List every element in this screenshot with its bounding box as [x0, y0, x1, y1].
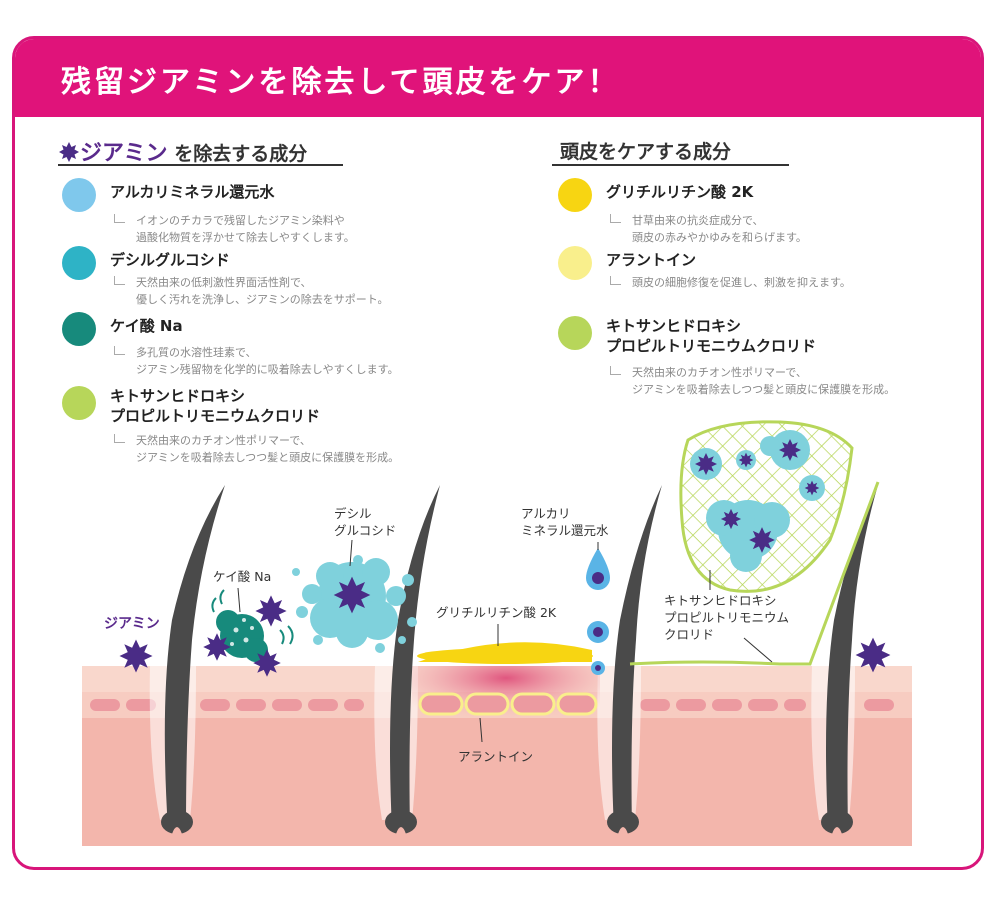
skin-cells: [90, 699, 894, 711]
label-decyl-glucoside: デシルグルコシド: [334, 506, 397, 538]
ingredient-desc: 頭皮の細胞修復を促進し、刺激を抑えます。: [610, 276, 851, 289]
left-section-underline: [58, 164, 343, 166]
ingredient-dot: [62, 246, 96, 280]
left-section-title-rest: を除去する成分: [174, 143, 308, 165]
ingredient-name: キトサンヒドロキシプロピルトリモニウムクロリド: [606, 317, 817, 355]
ingredient-name: ケイ酸 Na: [110, 317, 183, 335]
ingredient-desc: 天然由来のカチオン性ポリマーで、ジアミンを吸着除去しつつ髪と頭皮に保護膜を形成。: [609, 366, 896, 396]
diamine-particle: [333, 576, 371, 614]
ingredient-name: アルカリミネラル還元水: [110, 183, 275, 201]
ingredient-name: デシルグルコシド: [110, 251, 230, 269]
skin-deep: [82, 718, 912, 846]
ingredient-name: グリチルリチン酸 2K: [606, 183, 754, 201]
ingredient-dot: [558, 178, 592, 212]
ingredient-name: キトサンヒドロキシプロピルトリモニウムクロリド: [110, 387, 321, 425]
hair-strand: [164, 485, 225, 830]
ingredient-dot: [558, 316, 592, 350]
decyl-glucoside-bubbles: [292, 555, 417, 653]
diamine-particle: [253, 649, 281, 677]
diamine-particle: [720, 508, 742, 530]
chitosan-film: [629, 420, 880, 666]
label-chitosan: キトサンヒドロキシプロピルトリモニウムクロリド: [664, 593, 790, 642]
diamine-particle: [779, 439, 801, 461]
diamine-particle: [695, 453, 717, 475]
label-diamine: ジアミン: [104, 616, 160, 632]
ingredient-dot: [62, 386, 96, 420]
ingredient-desc: イオンのチカラで残留したジアミン染料や過酸化物質を浮かせて除去しやすくします。: [114, 214, 355, 244]
ingredient-dot: [62, 312, 96, 346]
ingredient-desc: 多孔質の水溶性珪素で、ジアミン残留物を化学的に吸着除去しやすくします。: [114, 346, 399, 376]
label-sodium-silicate: ケイ酸 Na: [213, 569, 272, 584]
label-allantoin: アラントイン: [458, 749, 534, 764]
diamine-particle: [203, 633, 231, 661]
allantoin-cells: [418, 692, 598, 716]
diamine-particle: [738, 452, 754, 468]
hair-strand: [826, 485, 878, 830]
ingredient-desc: 天然由来の低刺激性界面活性剤で、優しく汚れを洗浄し、ジアミンの除去をサポート。: [114, 276, 389, 306]
diamine-particle: [119, 639, 153, 673]
hair-strands: [161, 485, 878, 834]
ingredient-desc: 天然由来のカチオン性ポリマーで、ジアミンを吸着除去しつつ髪と頭皮に保護膜を形成。: [113, 434, 400, 464]
ingredient-dot: [62, 178, 96, 212]
diamine-particle: [855, 637, 891, 673]
ingredient-desc: 甘草由来の抗炎症成分で、頭皮の赤みやかゆみを和らげます。: [610, 214, 807, 244]
diamine-particle: [255, 595, 287, 627]
header-banner: 残留ジアミンを除去して頭皮をケア！: [15, 39, 981, 117]
label-alkali-water: アルカリミネラル還元水: [521, 506, 609, 538]
label-glycyrrhizinate: グリチルリチン酸 2K: [436, 605, 557, 620]
page-title: 残留ジアミンを除去して頭皮をケア！: [61, 65, 621, 100]
ingredient-dot: [558, 246, 592, 280]
hair-strand: [612, 485, 662, 830]
ingredient-name: アラントイン: [606, 251, 697, 269]
left-section-title: ジアミン を除去する成分: [58, 135, 307, 168]
bulb-papillae: [172, 827, 842, 834]
diamine-particle: [804, 480, 820, 496]
left-section-title-highlight: ジアミン: [80, 141, 168, 166]
right-section-underline: [552, 164, 789, 166]
leader-lines: [237, 539, 773, 743]
diamine-particle: [749, 527, 775, 553]
hair-strand: [390, 485, 440, 830]
diamine-icon: [58, 141, 80, 168]
sodium-silicate-cluster: [203, 589, 294, 677]
alkali-water-droplets: [586, 548, 610, 675]
right-section-title: 頭皮をケアする成分: [560, 141, 732, 163]
